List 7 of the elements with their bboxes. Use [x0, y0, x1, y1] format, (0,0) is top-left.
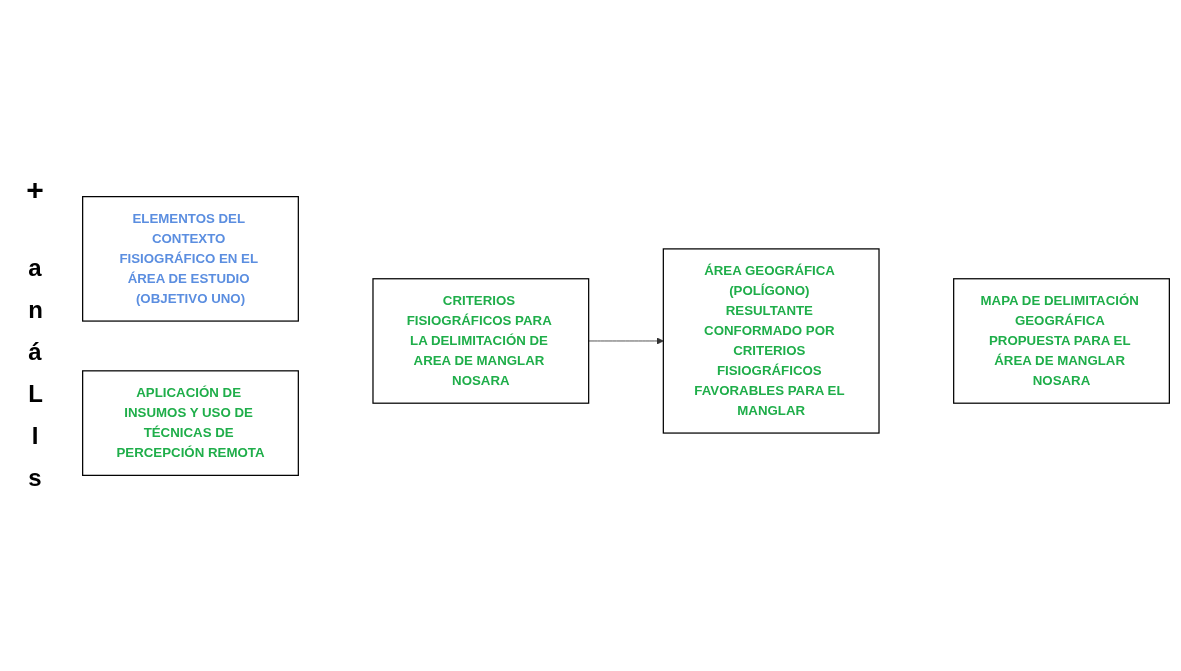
plus-sign: +: [26, 172, 44, 207]
vertical-text: anáLIs: [28, 252, 42, 493]
node-box: ÁREA GEOGRÁFICA (POLÍGONO) RESULTANTE CONFORMADO POR CRITERIOS FISIOGRÁFICOS FAVORABLES PARA EL MANGLAR: [662, 247, 880, 434]
node-box: MAPA DE DELIMITACIÓN GEOGRÁFICA PROPUESTA PARA EL ÁREA DE MANGLAR NOSARA: [952, 277, 1170, 404]
node-box: APLICACIÓN DE INSUMOS Y USO DE TÉCNICAS DE PERCEPCIÓN REMOTA: [81, 369, 299, 476]
node-box: ELEMENTOS DEL CONTEXTO FISIOGRÁFICO EN EL ÁREA DE ESTUDIO (OBJETIVO UNO): [81, 195, 299, 322]
node-box: CRITERIOS FISIOGRÁFICOS PARA LA DELIMITACIÓN DE AREA DE MANGLAR NOSARA: [371, 277, 589, 404]
